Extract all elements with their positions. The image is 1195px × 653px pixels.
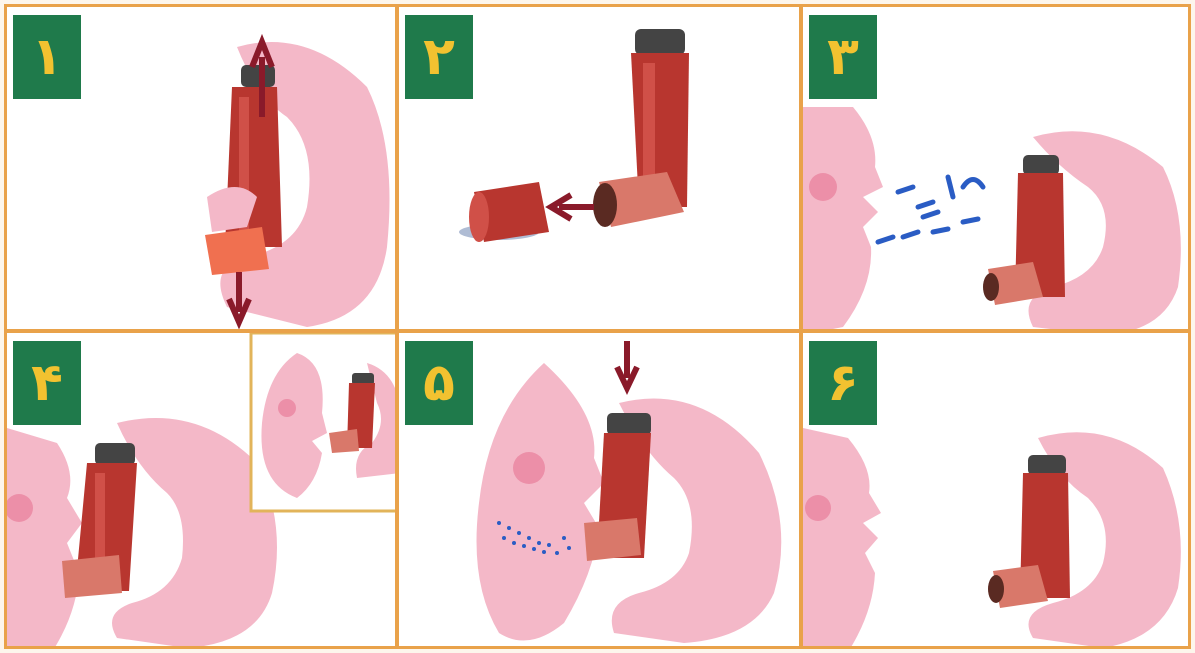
canister-cap [635, 29, 685, 55]
face-profile [7, 428, 82, 649]
mouthpiece-cap [205, 227, 269, 275]
cheek [809, 173, 837, 201]
canister-cap [241, 65, 275, 87]
inset-mouthpiece [329, 429, 359, 453]
arrow-down [617, 341, 637, 388]
step-4-illustration [7, 333, 398, 649]
step-1-panel: ۱ [4, 4, 398, 332]
inset-cheek [278, 399, 296, 417]
step-3-panel: ۳ [800, 4, 1191, 332]
step-6-panel: ۶ [800, 330, 1191, 649]
mouthpiece [62, 555, 122, 598]
removed-cap-rim [469, 192, 489, 242]
mouthpiece-opening [988, 575, 1004, 603]
exhale-breath [878, 177, 983, 242]
mouthpiece [584, 518, 641, 561]
cheek [805, 495, 831, 521]
mouthpiece-opening [983, 273, 999, 301]
mouthpiece-opening [593, 183, 617, 227]
step-1-illustration [7, 7, 398, 332]
arrow-left [551, 195, 594, 219]
canister-cap [1023, 155, 1059, 175]
step-5-illustration [399, 333, 802, 649]
face-profile [803, 107, 883, 332]
step-3-illustration [803, 7, 1191, 332]
step-6-illustration [803, 333, 1191, 649]
face-profile [477, 363, 605, 641]
canister-cap [1028, 455, 1066, 475]
canister-cap [95, 443, 135, 465]
inset-view [251, 333, 398, 511]
face-profile [803, 428, 881, 649]
cheek [513, 452, 545, 484]
step-2-illustration [399, 7, 802, 332]
step-4-panel: ۴ [4, 330, 398, 649]
step-2-panel: ۲ [396, 4, 802, 332]
step-5-panel: ۵ [396, 330, 802, 649]
canister-cap [607, 413, 651, 435]
